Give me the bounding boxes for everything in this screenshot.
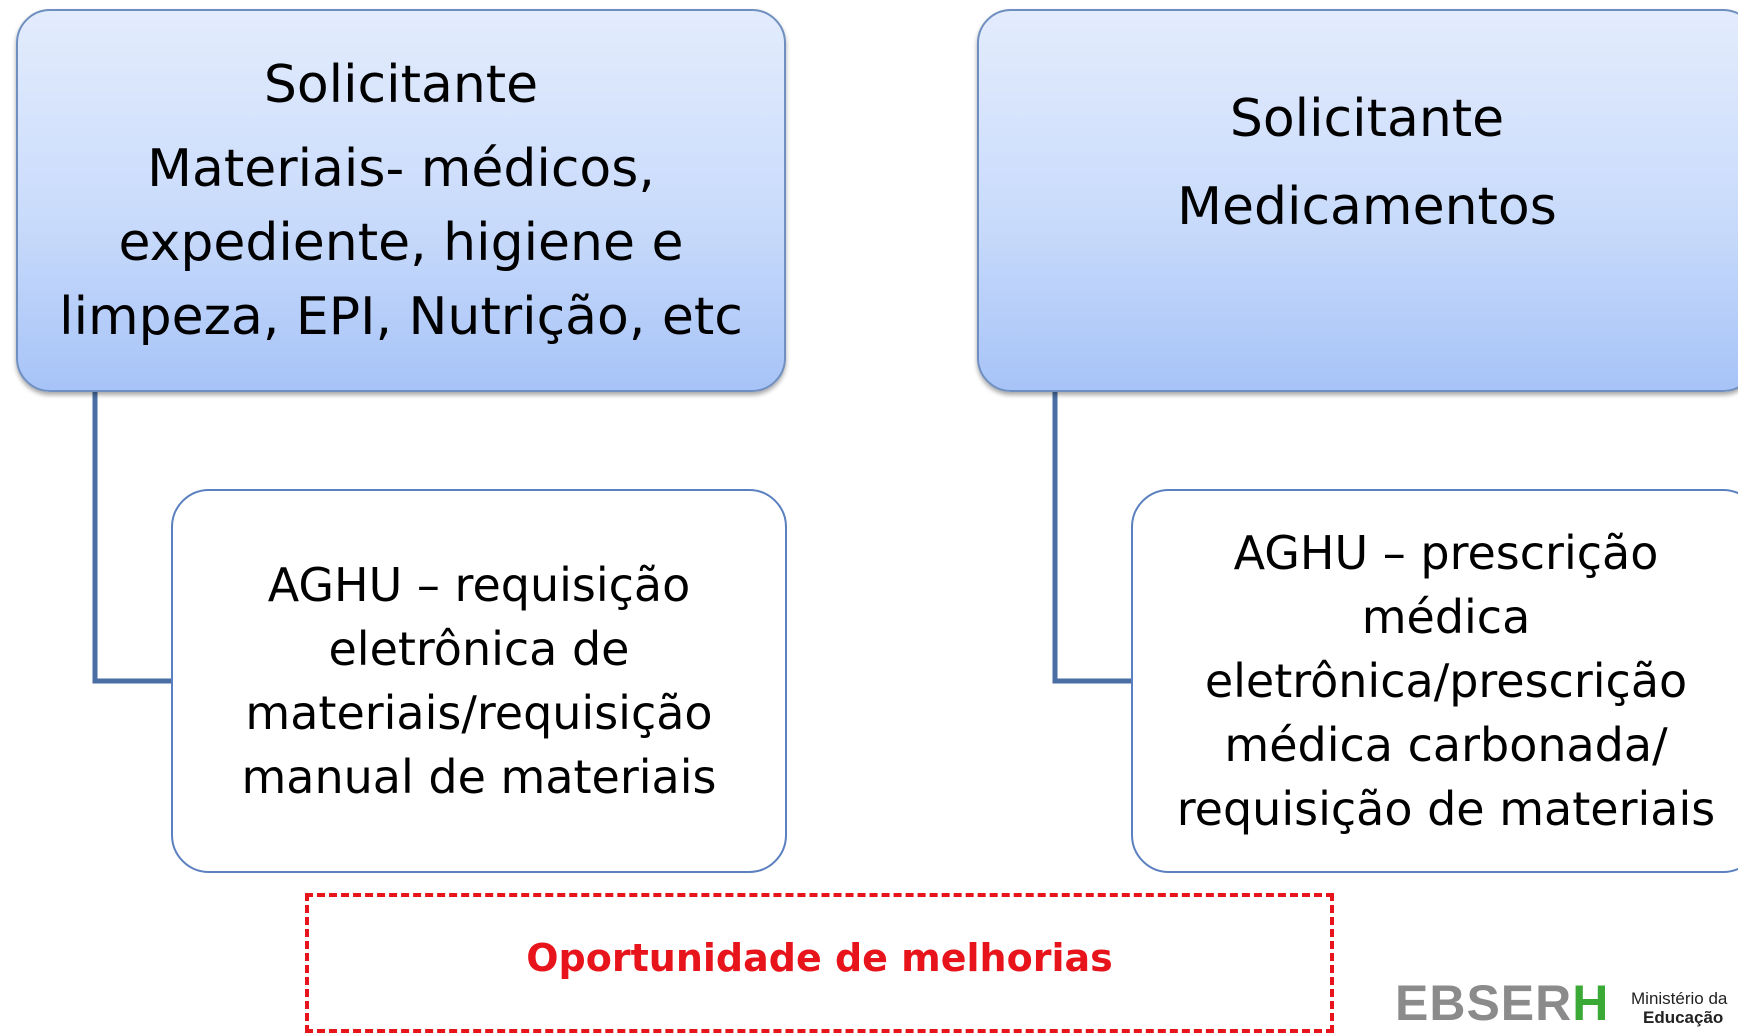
child-text-left: AGHU – requisição eletrônica de materiai… xyxy=(241,558,717,804)
connector-line-right xyxy=(1052,392,1131,684)
logo-main-text: EBSER xyxy=(1395,975,1573,1031)
ministry-line1: Ministério da xyxy=(1631,989,1728,1008)
ministry-line2: Educação xyxy=(1643,1008,1724,1027)
opportunity-label: Oportunidade de melhorias xyxy=(526,936,1113,980)
connector-line-left xyxy=(92,392,171,684)
logo-accent-text: H xyxy=(1572,975,1610,1031)
parent-category-left: Materiais- médicos, expediente, higiene … xyxy=(59,138,743,347)
opportunity-box: Oportunidade de melhorias xyxy=(305,893,1334,1033)
parent-title-right: Solicitante xyxy=(1229,88,1505,149)
parent-title-left: Solicitante xyxy=(263,54,539,115)
ministry-logo: Ministério da Educação xyxy=(1631,989,1727,1027)
parent-box-materials: Solicitante Materiais- médicos, expedien… xyxy=(16,9,786,392)
parent-box-medications: Solicitante Medicamentos xyxy=(977,9,1738,392)
parent-category-right: Medicamentos xyxy=(1177,176,1557,237)
child-box-materials-requisition: AGHU – requisição eletrônica de materiai… xyxy=(171,489,787,873)
ebserh-logo: EBSERH xyxy=(1395,978,1609,1028)
child-text-right: AGHU – prescrição médica eletrônica/pres… xyxy=(1176,526,1716,836)
child-box-medical-prescription: AGHU – prescrição médica eletrônica/pres… xyxy=(1131,489,1738,873)
